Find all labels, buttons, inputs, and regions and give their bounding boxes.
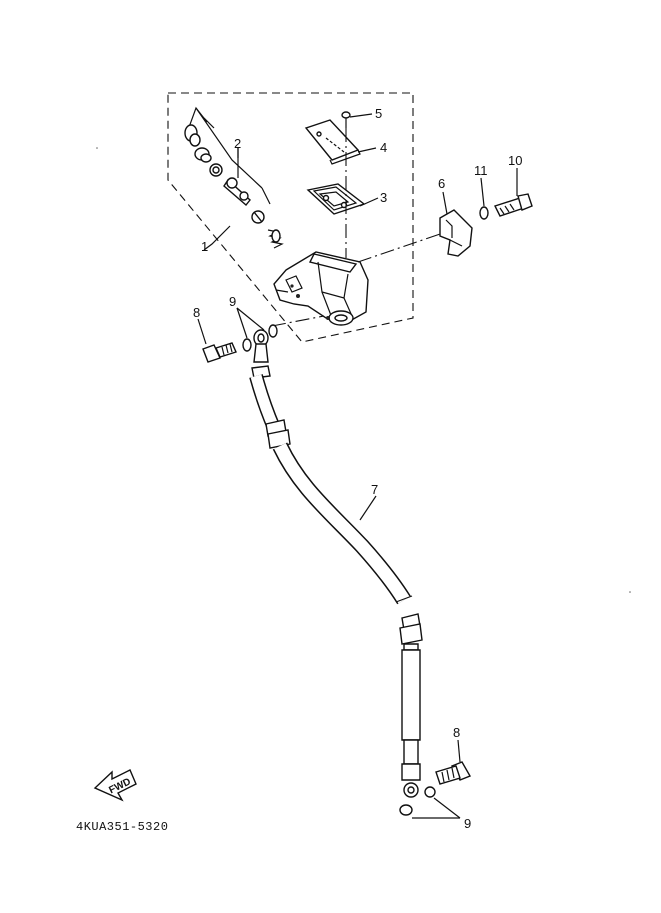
assembly-boundary xyxy=(167,92,414,343)
alignment-line-holder xyxy=(357,231,447,263)
copper-washer-top-1 xyxy=(242,338,252,352)
callout-5: 5 xyxy=(375,106,382,121)
piston-rod xyxy=(223,177,251,207)
callout-6: 6 xyxy=(438,176,445,191)
reservoir-diaphragm xyxy=(306,183,366,215)
callout-2: 2 xyxy=(234,136,241,151)
banjo-fitting-top xyxy=(253,329,269,363)
callout-7: 7 xyxy=(371,482,378,497)
master-cylinder-body xyxy=(273,251,369,326)
piston-cup xyxy=(251,210,265,224)
scan-speck xyxy=(96,147,98,149)
master-cylinder-holder xyxy=(439,209,473,257)
cap-screw xyxy=(341,111,351,128)
holder-bolt xyxy=(494,193,533,217)
callout-8-top: 8 xyxy=(193,305,200,320)
holder-washer xyxy=(479,206,489,220)
callout-9-top: 9 xyxy=(229,294,236,309)
reservoir-cap xyxy=(304,119,361,165)
piston-cup-seal xyxy=(184,124,201,147)
forward-direction-arrow-icon: FWD xyxy=(93,769,137,802)
return-spring xyxy=(267,229,284,249)
callout-1: 1 xyxy=(201,239,208,254)
union-bolt-top xyxy=(202,342,237,363)
alignment-line-banjo xyxy=(271,315,325,327)
callout-8-bottom: 8 xyxy=(453,725,460,740)
callout-4: 4 xyxy=(380,140,387,155)
piston-boot xyxy=(194,147,212,163)
copper-washer-bottom-2 xyxy=(424,786,436,798)
part-code-label: 4KUA351-5320 xyxy=(76,820,168,834)
callout-11: 11 xyxy=(474,163,488,178)
callout-10: 10 xyxy=(508,153,522,168)
callout-3: 3 xyxy=(380,190,387,205)
banjo-fitting-bottom xyxy=(401,763,421,798)
callout-9-bottom: 9 xyxy=(464,816,471,831)
union-bolt-bottom xyxy=(435,761,472,785)
piston-ring xyxy=(209,163,223,177)
copper-washer-top-2 xyxy=(268,324,278,338)
scan-speck xyxy=(629,591,631,593)
copper-washer-bottom-1 xyxy=(399,804,413,816)
brake-hose xyxy=(249,365,423,765)
leader-lines xyxy=(197,113,518,819)
